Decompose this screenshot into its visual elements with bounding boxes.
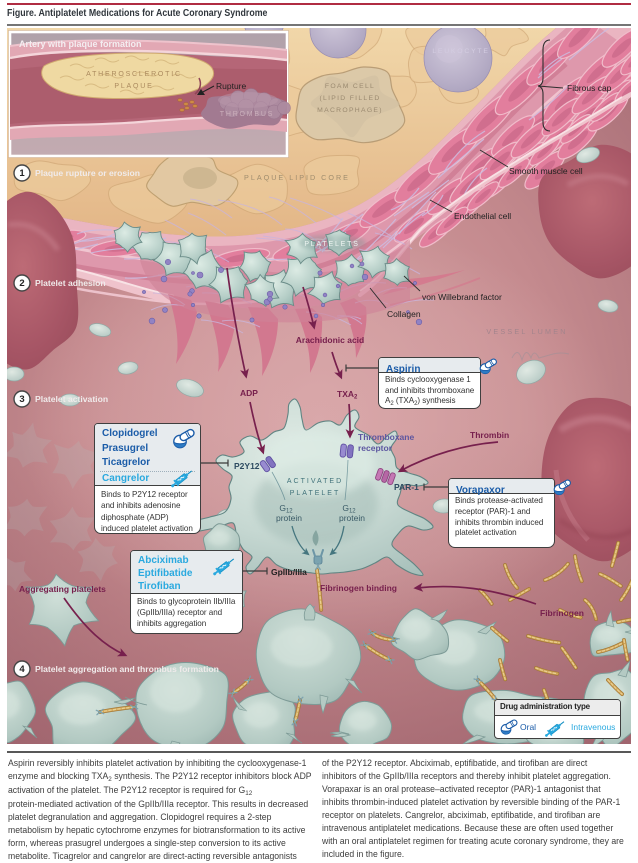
svg-text:(LIPID FILLED: (LIPID FILLED: [319, 95, 380, 102]
svg-text:MACROPHAGE): MACROPHAGE): [317, 107, 383, 114]
svg-text:THROMBUS: THROMBUS: [220, 111, 274, 118]
svg-text:Plaque rupture or erosion: Plaque rupture or erosion: [35, 168, 140, 178]
svg-text:Fibrous cap: Fibrous cap: [567, 83, 612, 93]
svg-text:TXA2: TXA2: [337, 389, 358, 401]
svg-text:PLAQUE LIPID CORE: PLAQUE LIPID CORE: [244, 173, 350, 182]
svg-text:receptor: receptor: [358, 443, 393, 453]
svg-text:Platelet activation: Platelet activation: [35, 394, 108, 404]
svg-text:G12: G12: [279, 503, 293, 515]
svg-text:Arachidonic acid: Arachidonic acid: [296, 335, 365, 345]
svg-text:Artery with plaque formation: Artery with plaque formation: [19, 39, 142, 49]
svg-text:Platelet aggregation and throm: Platelet aggregation and thrombus format…: [35, 664, 219, 674]
svg-text:GpIIb/IIIa: GpIIb/IIIa: [271, 567, 307, 577]
svg-text:ADP: ADP: [240, 388, 258, 398]
svg-text:PAR-1: PAR-1: [394, 482, 419, 492]
svg-text:protein: protein: [339, 513, 365, 523]
svg-text:Rupture: Rupture: [216, 81, 247, 91]
svg-text:ACTIVATED: ACTIVATED: [287, 478, 343, 485]
svg-text:protein: protein: [276, 513, 302, 523]
svg-text:4: 4: [19, 664, 25, 675]
svg-text:LEUKOCYTE: LEUKOCYTE: [432, 48, 489, 55]
svg-text:Fibrinogen binding: Fibrinogen binding: [320, 583, 397, 593]
svg-text:3: 3: [19, 394, 24, 405]
svg-text:1: 1: [19, 168, 25, 179]
svg-text:Endothelial cell: Endothelial cell: [454, 211, 511, 221]
svg-text:ATHEROSCLEROTIC: ATHEROSCLEROTIC: [86, 71, 182, 78]
svg-text:Collagen: Collagen: [387, 309, 421, 319]
svg-text:FOAM CELL: FOAM CELL: [325, 83, 375, 90]
svg-text:G12: G12: [342, 503, 356, 515]
svg-text:Platelet adhesion: Platelet adhesion: [35, 278, 106, 288]
svg-text:Aggregating platelets: Aggregating platelets: [19, 584, 106, 594]
svg-text:2: 2: [19, 278, 24, 289]
svg-text:PLATELET: PLATELET: [290, 490, 341, 497]
svg-text:Thromboxane: Thromboxane: [358, 432, 414, 442]
svg-text:PLAQUE: PLAQUE: [114, 83, 153, 90]
svg-text:Smooth muscle cell: Smooth muscle cell: [509, 166, 583, 176]
svg-text:P2Y12: P2Y12: [234, 461, 260, 471]
svg-text:PLATELETS: PLATELETS: [304, 241, 359, 248]
svg-text:Thrombin: Thrombin: [470, 430, 509, 440]
svg-text:VESSEL LUMEN: VESSEL LUMEN: [486, 327, 567, 336]
svg-text:Fibrinogen: Fibrinogen: [540, 608, 584, 618]
svg-text:von Willebrand factor: von Willebrand factor: [422, 292, 502, 302]
